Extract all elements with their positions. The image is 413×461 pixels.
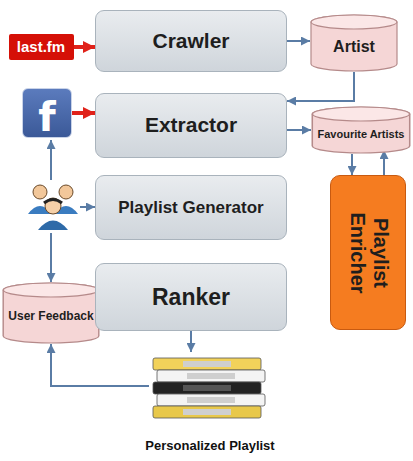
process-box: Extractor [95,93,287,158]
cassette [153,358,261,370]
cylinder-top [312,107,409,121]
process-box: Ranker [95,263,287,331]
cassette [157,394,265,406]
cassette-window [187,373,235,379]
users-to-facebook-arrow [50,140,52,180]
source-arrow [74,45,96,49]
node-label: Extractor [145,113,237,137]
node-label: Favourite Artists [317,128,404,141]
flow-arrow [351,154,353,175]
playlist-cassettes: Personalized Playlist [135,352,285,456]
node-label: User Feedback [8,310,93,324]
cassette-window [183,385,231,391]
node-label: f [38,97,55,137]
flow-arrow [287,40,310,42]
node-caption: Personalized Playlist [145,439,274,454]
users-icon [28,185,78,230]
cassette [153,406,261,418]
flow-arrow [383,150,385,175]
process-box: Crawler [95,10,287,72]
cassette [157,370,265,382]
flow-arrow [190,331,192,352]
flow-arrow [287,129,311,131]
cassette [153,382,261,394]
node-label: Crawler [152,29,229,53]
database-cylinder: User Feedback [2,282,100,344]
lastfm-logo: last.fm [9,34,74,60]
cylinder-body [3,283,99,343]
enricher-box: Playlist Enricher [330,175,406,330]
source-arrow [72,111,95,115]
users-to-feedback-arrow [50,233,52,282]
cylinder-body [311,15,397,71]
node-label: Ranker [152,284,230,310]
cylinder-top [3,283,99,297]
cassette-window [187,397,235,403]
flow-arrow [51,344,149,386]
facebook-logo: f [22,88,72,138]
process-box: Playlist Generator [95,175,287,240]
database-cylinder: Artist [310,14,398,72]
cylinder-top [311,15,397,29]
node-label: Artist [333,38,375,56]
node-label: last.fm [17,38,65,55]
cassette-window [183,361,231,367]
cassette-window [183,409,231,415]
database-cylinder: Favourite Artists [311,106,411,154]
flow-arrow [287,72,354,101]
node-label: Playlist Generator [118,198,264,218]
node-label: Playlist Enricher [345,182,391,323]
users-to-generator-arrow [80,206,95,208]
cylinder-body [312,107,409,153]
